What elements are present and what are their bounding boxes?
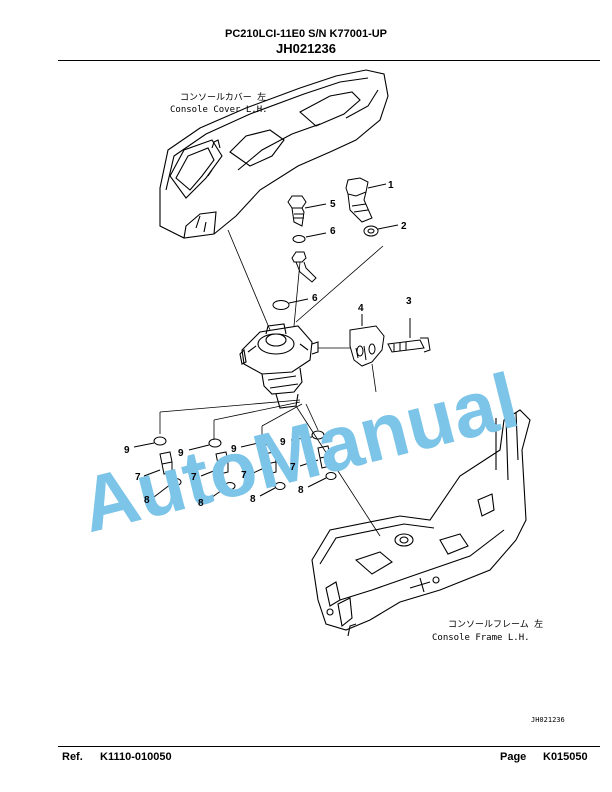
callout-8-d: 8: [298, 485, 304, 496]
callout-8-c: 8: [250, 494, 256, 505]
callout-8-b: 8: [198, 498, 204, 509]
callout-2: 2: [401, 221, 407, 232]
o-rings-part-9: [133, 430, 325, 451]
callout-9-b: 9: [178, 448, 184, 459]
callout-9-c: 9: [231, 444, 237, 455]
bracket-part-4: [349, 314, 385, 367]
console-frame-en-label: Console Frame L.H.: [432, 633, 530, 643]
footer-rule: [58, 746, 600, 747]
console-frame-jp-label: コンソールフレーム 左: [448, 618, 543, 630]
header-rule: [58, 60, 600, 61]
ref-label: Ref.: [62, 751, 83, 763]
callout-7-c: 7: [241, 470, 247, 481]
assembly-lines: [159, 229, 384, 537]
callout-4: 4: [358, 303, 364, 314]
page-value: K015050: [543, 751, 588, 763]
console-frame: [311, 409, 531, 637]
callout-6-upper: 6: [330, 226, 336, 237]
callout-9-a: 9: [124, 445, 130, 456]
o-ring-part-6-upper: [292, 232, 327, 243]
adapter-part: [291, 251, 317, 283]
callout-9-d: 9: [280, 437, 286, 448]
model-title: PC210LCI-11E0 S/N K77001-UP: [224, 28, 388, 40]
o-ring-part-6-lower: [272, 298, 309, 310]
page-header: PC210LCI-11E0 S/N K77001-UP JH021236: [0, 28, 612, 56]
callout-6-lower: 6: [312, 293, 318, 304]
page-label: Page: [500, 751, 527, 763]
console-cover-jp-label: コンソールカバー 左: [180, 91, 266, 103]
plugs-part-7: [143, 445, 331, 477]
callout-1: 1: [388, 180, 394, 191]
fitting-part-5: [287, 195, 327, 227]
bolt-part-1: [345, 177, 387, 223]
callout-5: 5: [330, 199, 336, 210]
callout-3: 3: [406, 296, 412, 307]
drawing-id-label: JH021236: [531, 716, 565, 724]
o-rings-part-8: [153, 472, 337, 501]
ref-value: K1110-010050: [100, 751, 172, 763]
washer-part-2: [363, 224, 399, 237]
callout-7-d: 7: [290, 462, 296, 473]
callout-7-b: 7: [191, 472, 197, 483]
drawing-code-title: JH021236: [276, 41, 336, 56]
callout-8-a: 8: [144, 495, 150, 506]
bolt-part-3: [387, 318, 431, 353]
console-cover: [159, 69, 389, 239]
ppc-valve: [239, 323, 319, 409]
console-cover-en-label: Console Cover L.H.: [170, 105, 268, 115]
callout-7-a: 7: [135, 472, 141, 483]
